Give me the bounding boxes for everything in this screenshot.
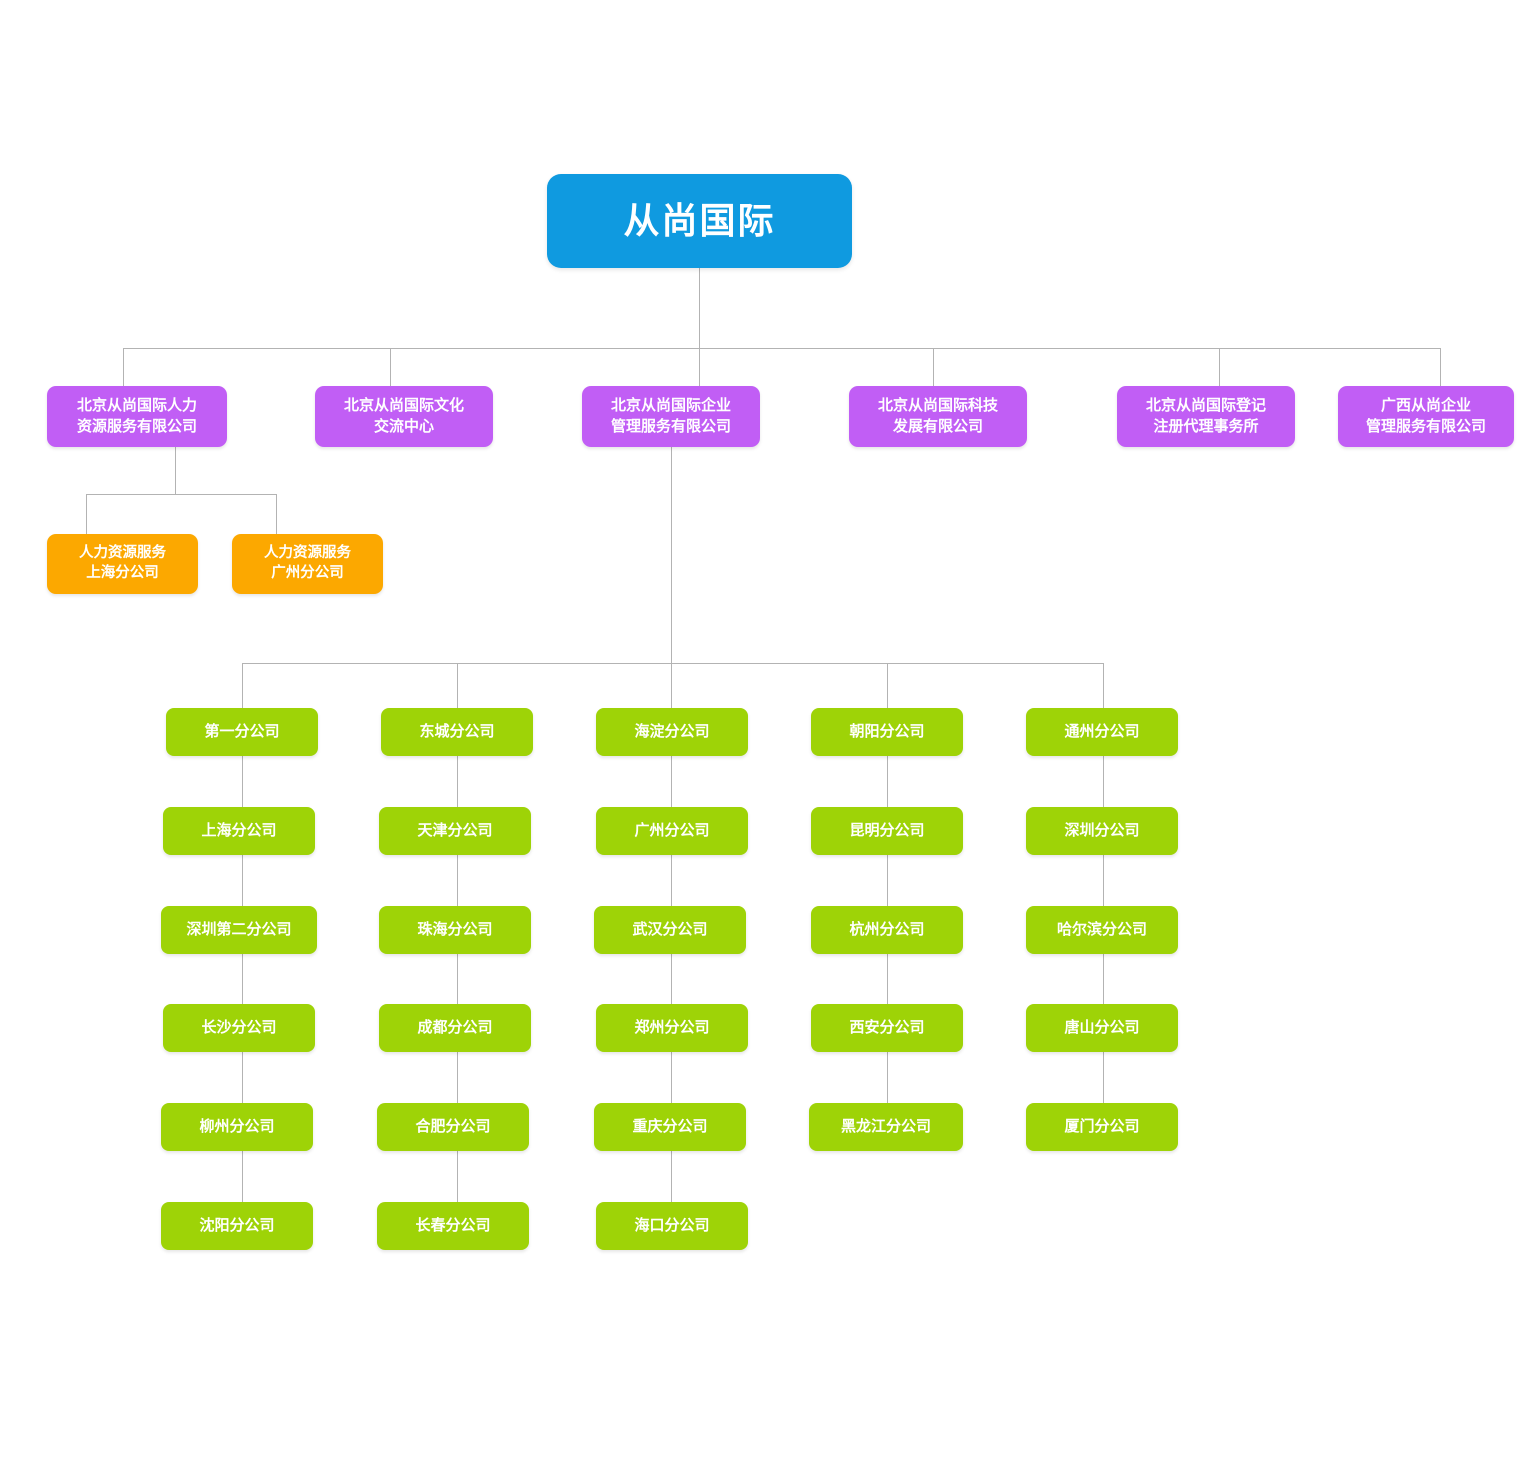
division-node-guangxi-enterprise-management[interactable]: 广西从尚企业 管理服务有限公司 [1338,386,1514,447]
connector-branch-column-spine-1 [242,663,243,1246]
connector-division-drop-1 [123,348,124,386]
branch-node-c3r2[interactable]: 广州分公司 [596,807,748,855]
branch-node-c2r3[interactable]: 珠海分公司 [379,906,531,954]
branch-node-c1r5[interactable]: 柳州分公司 [161,1103,313,1151]
connector-branch-column-spine-3 [671,663,672,1246]
branch-node-c4r2[interactable]: 昆明分公司 [811,807,963,855]
branch-node-c2r2[interactable]: 天津分公司 [379,807,531,855]
branch-node-c1r4[interactable]: 长沙分公司 [163,1004,315,1052]
branch-node-c2r1[interactable]: 东城分公司 [381,708,533,756]
connector-root-stem [699,268,700,348]
connector-division-drop-3 [699,348,700,386]
branch-node-c3r1[interactable]: 海淀分公司 [596,708,748,756]
branch-node-c2r6[interactable]: 长春分公司 [377,1202,529,1250]
sub-branch-node-hr-guangzhou[interactable]: 人力资源服务 广州分公司 [232,534,383,594]
branch-node-c4r5[interactable]: 黑龙江分公司 [809,1103,963,1151]
branch-node-c4r3[interactable]: 杭州分公司 [811,906,963,954]
connector-hr-drop-2 [276,494,277,534]
connector-division-drop-2 [390,348,391,386]
branch-node-c1r2[interactable]: 上海分公司 [163,807,315,855]
branch-node-c4r4[interactable]: 西安分公司 [811,1004,963,1052]
branch-node-c3r6[interactable]: 海口分公司 [596,1202,748,1250]
division-node-enterprise-management[interactable]: 北京从尚国际企业 管理服务有限公司 [582,386,760,447]
connector-branch-bus [242,663,1103,664]
branch-node-c4r1[interactable]: 朝阳分公司 [811,708,963,756]
division-node-hr-services[interactable]: 北京从尚国际人力 资源服务有限公司 [47,386,227,447]
branch-node-c1r1[interactable]: 第一分公司 [166,708,318,756]
branch-node-c5r2[interactable]: 深圳分公司 [1026,807,1178,855]
branch-node-c2r5[interactable]: 合肥分公司 [377,1103,529,1151]
branch-node-c1r3[interactable]: 深圳第二分公司 [161,906,317,954]
branch-node-c5r5[interactable]: 厦门分公司 [1026,1103,1178,1151]
connector-hr-drop-1 [86,494,87,534]
division-node-culture-exchange[interactable]: 北京从尚国际文化 交流中心 [315,386,493,447]
branch-node-c2r4[interactable]: 成都分公司 [379,1004,531,1052]
connector-branch-column-spine-5 [1103,663,1104,1148]
branch-node-c5r4[interactable]: 唐山分公司 [1026,1004,1178,1052]
connector-branch-column-spine-4 [887,663,888,1148]
branch-node-c5r3[interactable]: 哈尔滨分公司 [1026,906,1178,954]
connector-hr-bus [86,494,276,495]
connector-branch-column-spine-2 [457,663,458,1246]
root-node-congshang-international[interactable]: 从尚国际 [547,174,852,268]
division-node-technology-development[interactable]: 北京从尚国际科技 发展有限公司 [849,386,1027,447]
connector-division-drop-6 [1440,348,1441,386]
connector-division-bus [123,348,1440,349]
connector-hr-stem [175,447,176,495]
branch-node-c3r4[interactable]: 郑州分公司 [596,1004,748,1052]
branch-node-c5r1[interactable]: 通州分公司 [1026,708,1178,756]
connector-division-drop-4 [933,348,934,386]
connector-branch-stem [671,447,672,664]
sub-branch-node-hr-shanghai[interactable]: 人力资源服务 上海分公司 [47,534,198,594]
connector-division-drop-5 [1219,348,1220,386]
division-node-registration-agency[interactable]: 北京从尚国际登记 注册代理事务所 [1117,386,1295,447]
branch-node-c3r3[interactable]: 武汉分公司 [594,906,746,954]
branch-node-c3r5[interactable]: 重庆分公司 [594,1103,746,1151]
branch-node-c1r6[interactable]: 沈阳分公司 [161,1202,313,1250]
